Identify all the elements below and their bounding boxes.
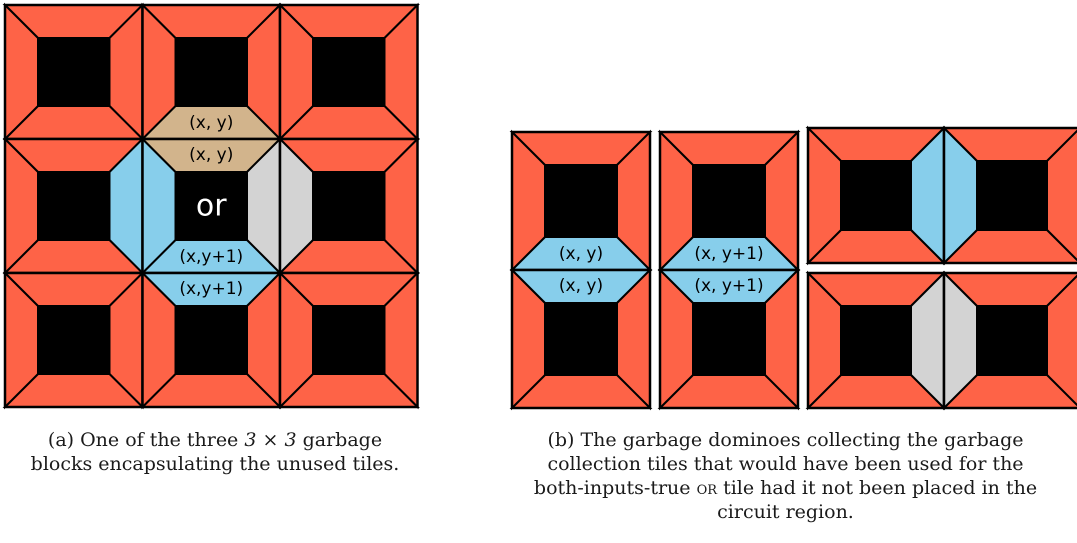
label-domino2-lower: (x, y+1) [694, 276, 763, 296]
tile-a-r2-c2 [277, 270, 420, 410]
tile-a-r1-c1-center-square [174, 171, 248, 241]
tile-a-r0-c2-center-square [312, 37, 386, 107]
panel-a-garbage-block: (x, y) (x, y) or (x,y+1) (x,y+1) [2, 2, 420, 410]
label-domino2-upper: (x, y+1) [694, 244, 763, 264]
domino2-top-tile [657, 129, 801, 273]
domino3-left-tile-center-square [840, 160, 912, 231]
caption-b-line4: circuit region. [717, 501, 854, 523]
domino2-bottom-tile [657, 267, 801, 411]
label-domino1-upper: (x, y) [559, 244, 603, 264]
domino3-right-tile-border [942, 126, 1077, 265]
domino1-bottom-tile-border [510, 268, 652, 410]
caption-a-suffix: garbage [302, 429, 383, 451]
tile-a-r2-c2-center-square [312, 305, 386, 375]
tile-a-r0-c2 [277, 2, 420, 142]
domino4-left-tile [805, 270, 947, 411]
tile-a-r0-c1-center-square [174, 37, 248, 107]
domino2-bottom-tile-border [658, 268, 800, 410]
domino3-left-tile [805, 125, 947, 266]
caption-b-line1: (b) The garbage dominoes collecting the … [547, 429, 1024, 451]
caption-a-line2: blocks encapsulating the unused tiles. [30, 453, 400, 475]
domino2-bottom-tile-center-square [692, 302, 766, 376]
domino2-top-tile-center-square [692, 164, 766, 238]
tile-a-r0-c0-center-square [37, 37, 111, 107]
domino4-right-tile-border [942, 271, 1077, 410]
tile-a-r0-c1 [140, 2, 283, 142]
tile-a-r1-c0 [2, 136, 145, 276]
caption-a-line1: (a) One of the three 3 × 3 garbage [0, 428, 430, 452]
label-a-top-upper: (x, y) [189, 113, 233, 133]
caption-a-prefix: (a) One of the three [47, 429, 239, 451]
tile-a-r1-c1 [140, 136, 283, 276]
domino4-right-tile-center-square [976, 305, 1048, 376]
tile-a-r2-c2-border [278, 271, 419, 409]
tile-a-r2-c0-center-square [37, 305, 111, 375]
panel-b-garbage-dominoes: (x, y) (x, y) (x, y+1) (x, y+1) [509, 125, 1077, 411]
domino3-right-tile [941, 125, 1077, 266]
caption-b-line2: collection tiles that would have been us… [547, 453, 1024, 475]
label-a-gate: or [196, 189, 227, 224]
label-a-bottom-upper: (x,y+1) [179, 247, 243, 267]
domino4-left-tile-center-square [840, 305, 912, 376]
tile-a-r2-c1 [140, 270, 283, 410]
label-domino1-lower: (x, y) [559, 276, 603, 296]
tile-a-r0-c0 [2, 2, 145, 142]
domino1-top-tile-center-square [544, 164, 618, 238]
domino1-bottom-tile-center-square [544, 302, 618, 376]
caption-b-line3-suffix: tile had it not been placed in the [723, 477, 1038, 499]
tile-a-r2-c0 [2, 270, 145, 410]
tile-a-r2-c1-center-square [174, 305, 248, 375]
domino1-bottom-tile [509, 267, 653, 411]
label-a-top-lower: (x, y) [189, 145, 233, 165]
label-a-bottom-lower: (x,y+1) [179, 279, 243, 299]
domino3-right-tile-center-square [976, 160, 1048, 231]
tile-a-r1-c2-center-square [312, 171, 386, 241]
caption-b-line3: both-inputs-true or tile had it not been… [488, 476, 1077, 500]
caption-a-math: 3 × 3 [244, 429, 297, 451]
tile-a-r1-c2 [277, 136, 420, 276]
caption-a: (a) One of the three 3 × 3 garbage block… [0, 428, 430, 476]
caption-b-line3-prefix: both-inputs-true [533, 477, 691, 499]
tile-a-r1-c0-center-square [37, 171, 111, 241]
domino1-top-tile [509, 129, 653, 273]
caption-b-or: or [696, 477, 718, 499]
domino4-right-tile [941, 270, 1077, 411]
caption-b: (b) The garbage dominoes collecting the … [488, 428, 1077, 524]
